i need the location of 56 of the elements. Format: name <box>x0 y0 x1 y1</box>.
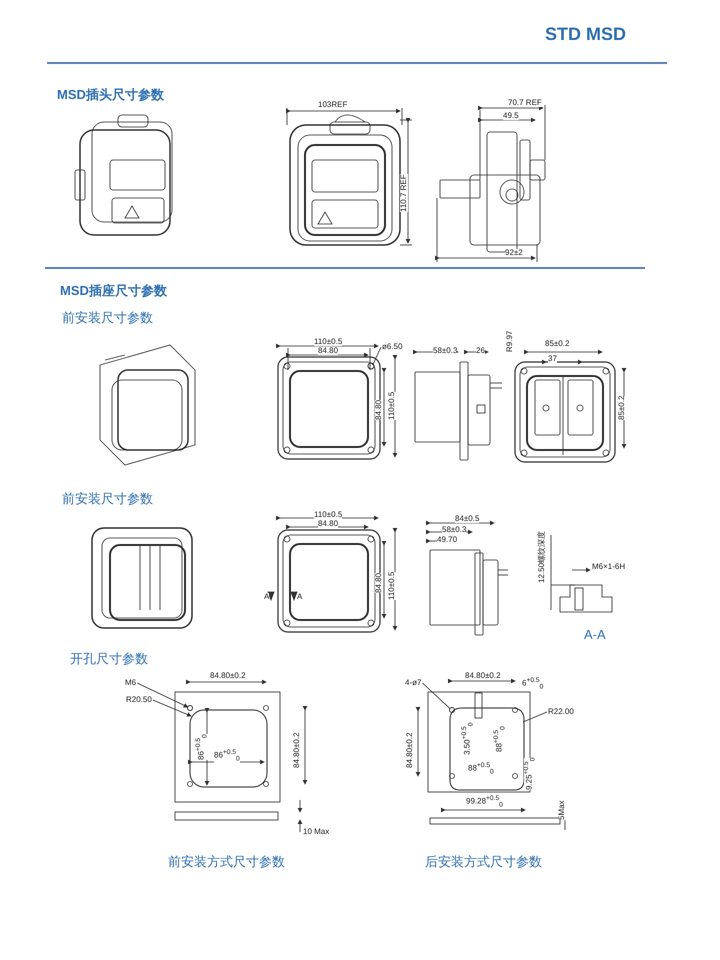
dimension-label: 84±0.5 <box>455 515 480 523</box>
mounting-hole <box>187 705 193 711</box>
leader-line <box>422 682 450 709</box>
dimension-label: 110±0.5 <box>388 572 396 600</box>
dimension-label: 110±0.5 <box>314 338 342 346</box>
callout-label: M6 <box>125 679 136 687</box>
section-heading: MSD插座尺寸参数 <box>60 284 167 297</box>
section-heading: 前安装尺寸参数 <box>62 492 153 505</box>
dimension-label: M6×1-6H <box>592 563 626 571</box>
dimension-label: 85±0.2 <box>545 340 570 348</box>
dimension-label: 84.80 <box>375 572 383 593</box>
callout-label: ø6.50 <box>382 343 402 351</box>
cutout-opening <box>190 710 268 788</box>
section-heading: 开孔尺寸参数 <box>70 652 148 665</box>
dimension-label: 110±0.5 <box>388 392 396 420</box>
page-title: STD MSD <box>545 25 626 43</box>
cutout-opening <box>450 708 524 790</box>
dimension-label: 49.70 <box>437 536 458 544</box>
figure-caption: 后安装方式尺寸参数 <box>425 855 542 868</box>
dimension-label: 84.80±0.2 <box>406 732 414 768</box>
dimension-label: 10 Max <box>303 828 330 836</box>
leader-line <box>522 712 548 722</box>
mounting-hole <box>368 362 374 370</box>
figure-caption: 前安装方式尺寸参数 <box>168 855 285 868</box>
dimension-label: 84.80 <box>318 520 338 528</box>
dimension-label: 12.50螺纹深度 <box>538 530 546 583</box>
section-heading: MSD插头尺寸参数 <box>57 88 164 101</box>
dimension-label: 70.7 REF <box>508 99 542 107</box>
dimension-label: 110.7 REF <box>400 174 408 212</box>
dimension-label: 110±0.5 <box>314 511 342 519</box>
dimension-label: A <box>297 593 302 601</box>
dimension-label: 103REF <box>318 101 348 109</box>
leader-line <box>372 346 382 364</box>
dimension-label: 26 <box>476 347 485 355</box>
dimension-label: R9.97 <box>506 330 514 352</box>
dimension-label: 84.80±0.2 <box>210 672 246 680</box>
dimension-label: 5Max <box>558 800 566 820</box>
dimension-label: 37 <box>548 355 557 363</box>
dimension-label: 84.80±0.2 <box>293 732 301 768</box>
dimension-label: 49.5 <box>503 112 519 120</box>
section-heading: A-A <box>584 628 606 641</box>
mounting-hole <box>449 707 455 713</box>
dimension-label: A <box>264 593 270 601</box>
leader-line <box>152 700 192 717</box>
callout-label: 4-ø7 <box>405 679 422 687</box>
dimension-label: 84.80 <box>375 400 383 420</box>
dimension-label: 58±0.3 <box>433 347 458 355</box>
dimension-label: 58±0.3 <box>442 526 466 534</box>
dimension-label: 85±0.2 <box>618 396 626 420</box>
dimension-label: 92±2 <box>505 249 523 257</box>
callout-label: R20.50 <box>126 696 152 704</box>
dimension-label: 84.80±0.2 <box>465 672 501 680</box>
callout-label: R22.00 <box>548 708 574 716</box>
leader-line <box>136 682 188 708</box>
section-heading: 前安装尺寸参数 <box>62 311 153 324</box>
dimension-label: 84.80 <box>318 347 338 355</box>
